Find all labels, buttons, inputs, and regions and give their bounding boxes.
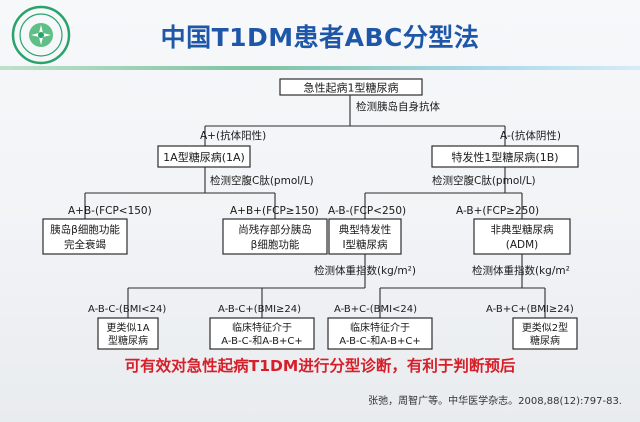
conclusion-text: 可有效对急性起病T1DM进行分型诊断，有利于判断预后 — [124, 357, 516, 375]
label-c2: A-B-C+(BMI≥24) — [218, 304, 301, 315]
citation-text: 张弛，周智广等。中华医学杂志。2008,88(12):797-83. — [368, 396, 622, 407]
label-bmi-test-right: 检测体重指数(kg/m² — [472, 264, 570, 277]
label-c1: A-B-C-(BMI<24) — [88, 304, 166, 315]
label-ab-plus: A+B+(FCP≥150) — [230, 205, 319, 217]
label-cpeptide-test-right: 检测空腹C肽(pmol/L) — [432, 174, 536, 187]
label-antibody-negative: A-(抗体阴性) — [500, 129, 561, 142]
svg-text:特发性1型糖尿病(1B): 特发性1型糖尿病(1B) — [451, 150, 558, 164]
header-band — [0, 66, 640, 70]
svg-text:临床特征介于: 临床特征介于 — [232, 321, 292, 334]
svg-text:典型特发性: 典型特发性 — [339, 223, 392, 236]
label-ab-minus: A+B-(FCP<150) — [68, 205, 152, 217]
svg-text:临床特征介于: 临床特征介于 — [350, 321, 410, 334]
svg-text:1A型糖尿病(1A): 1A型糖尿病(1A) — [163, 150, 245, 164]
hospital-logo-icon — [11, 5, 71, 65]
node-type1b: 特发性1型糖尿病(1B) — [431, 145, 579, 168]
label-c3: A-B+C-(BMI<24) — [334, 304, 417, 315]
svg-text:A-B-C-和A-B+C+: A-B-C-和A-B+C+ — [221, 335, 302, 347]
node-root: 急性起病1型糖尿病 — [279, 78, 423, 96]
svg-text:更类似2型: 更类似2型 — [522, 321, 568, 334]
svg-text:型糖尿病: 型糖尿病 — [108, 334, 148, 347]
svg-text:急性起病1型糖尿病: 急性起病1型糖尿病 — [304, 81, 399, 95]
svg-text:更类似1A: 更类似1A — [106, 321, 149, 334]
label-c4: A-B+C+(BMI≥24) — [486, 304, 574, 315]
connectors — [84, 94, 546, 318]
label-antibody-positive: A+(抗体阳性) — [200, 129, 266, 142]
node-adm: 非典型糖尿病 (ADM) — [473, 218, 571, 255]
node-like-type2: 更类似2型 糖尿病 — [512, 317, 578, 350]
node-beta-failure: 胰岛β细胞功能 完全衰竭 — [42, 218, 128, 255]
svg-text:完全衰竭: 完全衰竭 — [64, 238, 106, 251]
label-anb-plus: A-B+(FCP≥250) — [456, 205, 539, 217]
svg-text:胰岛β细胞功能: 胰岛β细胞功能 — [50, 223, 120, 236]
svg-text:(ADM): (ADM) — [506, 239, 539, 251]
label-anb-minus: A-B-(FCP<250) — [328, 205, 406, 217]
label-antibody-test: 检测胰岛自身抗体 — [356, 100, 440, 113]
node-typical-idiopathic: 典型特发性 I型糖尿病 — [328, 218, 402, 255]
slide-title: 中国T1DM患者ABC分型法 — [160, 23, 480, 52]
node-like-1a: 更类似1A 型糖尿病 — [97, 317, 159, 350]
node-intermediate-right: 临床特征介于 A-B-C-和A-B+C+ — [327, 317, 433, 350]
svg-text:非典型糖尿病: 非典型糖尿病 — [491, 223, 554, 236]
svg-text:I型糖尿病: I型糖尿病 — [342, 238, 388, 251]
svg-text:糖尿病: 糖尿病 — [530, 334, 560, 347]
node-beta-residual: 尚残存部分胰岛 β细胞功能 — [222, 218, 328, 255]
label-bmi-test-left: 检测体重指数(kg/m²) — [314, 264, 416, 277]
svg-text:A-B-C-和A-B+C+: A-B-C-和A-B+C+ — [339, 335, 420, 347]
label-cpeptide-test-left: 检测空腹C肽(pmol/L) — [210, 174, 314, 187]
node-intermediate-left: 临床特征介于 A-B-C-和A-B+C+ — [209, 317, 315, 350]
node-type1a: 1A型糖尿病(1A) — [157, 145, 251, 168]
svg-text:β细胞功能: β细胞功能 — [251, 238, 300, 251]
svg-text:尚残存部分胰岛: 尚残存部分胰岛 — [238, 223, 312, 236]
